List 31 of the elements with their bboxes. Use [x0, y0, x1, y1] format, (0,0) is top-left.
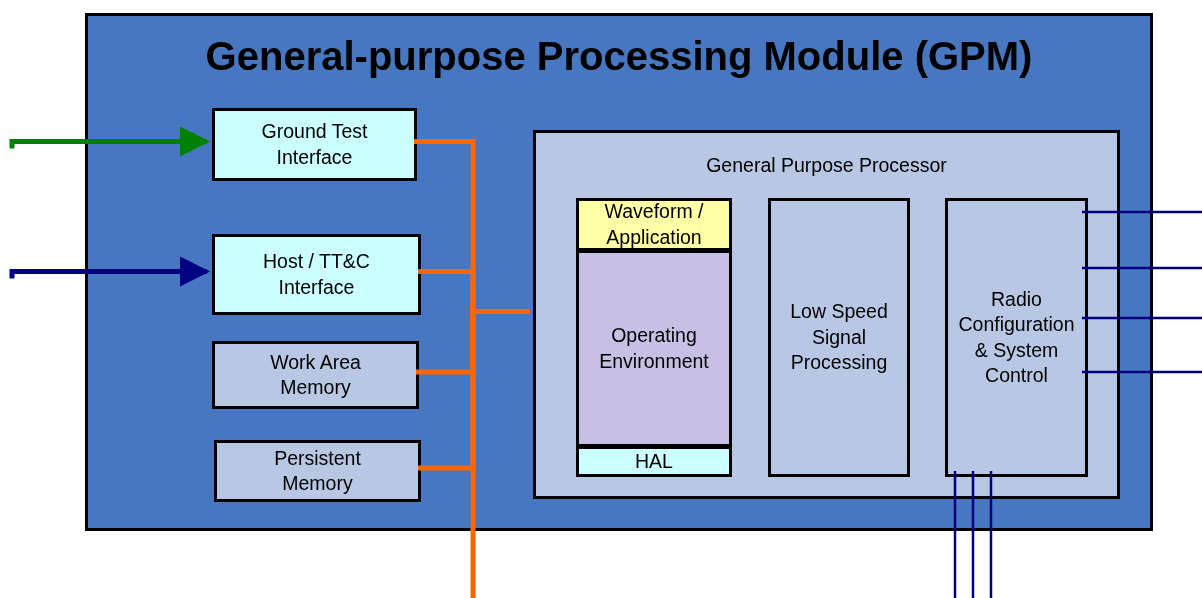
- processing-box: [768, 198, 910, 477]
- title: General-purpose Processing Module (GPM): [205, 33, 1033, 80]
- environment-box: [576, 250, 732, 447]
- application-box: [576, 198, 732, 251]
- control-box: [945, 198, 1088, 477]
- box-label: Host / TT&C Interface: [262, 249, 371, 300]
- processor-box: [533, 130, 1120, 499]
- box-label: Low Speed Signal Processing: [789, 299, 889, 376]
- box-label: Operating Environment: [598, 323, 710, 374]
- interface-box: [212, 234, 421, 315]
- connector-line: [1082, 210, 1202, 214]
- module-box: [85, 13, 1153, 531]
- connector-line: [1082, 266, 1202, 270]
- memory-box: [214, 440, 421, 502]
- connector-line: [1082, 370, 1202, 374]
- connector-line: [953, 471, 957, 598]
- arrow: [9, 256, 210, 287]
- connector-line: [1082, 316, 1202, 320]
- memory-box: [212, 341, 419, 409]
- box-label: Radio Configuration & System Control: [957, 286, 1076, 388]
- box-label: Ground Test Interface: [260, 119, 369, 170]
- connector-line: [971, 471, 975, 598]
- hal-box: [576, 446, 732, 477]
- connector-line: [989, 471, 993, 598]
- arrow: [9, 126, 210, 157]
- box-label: HAL: [635, 448, 673, 474]
- box-label: General Purpose Processor: [706, 153, 947, 178]
- box-label: Waveform / Application: [603, 199, 705, 250]
- box-label: Persistent Memory: [273, 445, 362, 496]
- interface-box: [212, 108, 417, 181]
- box-label: Work Area Memory: [269, 349, 362, 400]
